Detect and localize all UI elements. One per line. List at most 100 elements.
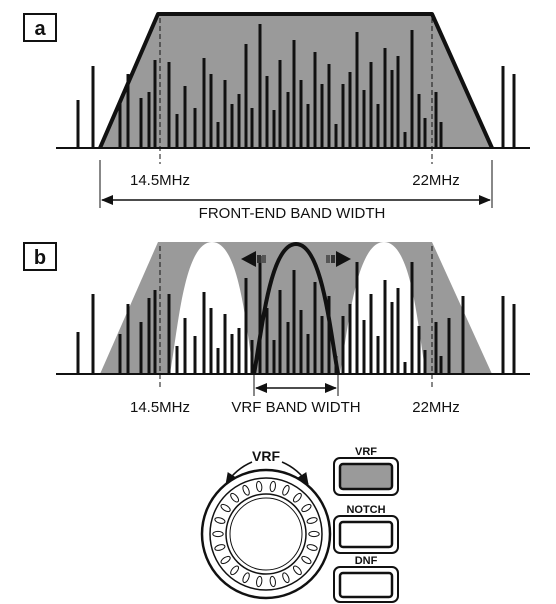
signal-bar <box>403 362 407 374</box>
signal-bar <box>147 298 151 374</box>
signal-bar <box>299 310 303 374</box>
knob-rotate-right-arrow <box>281 461 309 485</box>
signal-bar <box>327 296 331 374</box>
panel-b-vrf-curve <box>252 241 340 375</box>
knob-grip-notch <box>269 575 276 588</box>
panel-a-filter-curve <box>98 12 494 149</box>
panel-b-shift-left-arrow <box>241 251 266 267</box>
knob-grip-notch <box>256 575 263 588</box>
signal-bar <box>362 320 366 374</box>
panel-b-passband-fill <box>100 242 492 374</box>
knob-grip-notch <box>230 565 240 576</box>
panel-b-bandwidth-label: VRF BAND WIDTH <box>231 399 360 416</box>
signal-bar <box>175 114 179 148</box>
knob-grip-notch <box>242 572 250 584</box>
knob-grip-notch <box>308 530 320 538</box>
signal-bar <box>237 94 241 148</box>
signal-bar <box>278 290 282 374</box>
signal-bar <box>223 314 227 374</box>
knob-grip-notch <box>292 492 302 503</box>
panel-a-signal-bars <box>76 24 516 148</box>
signal-bar <box>396 288 400 374</box>
knob-grip-notch <box>220 503 231 513</box>
signal-bar <box>292 40 296 148</box>
signal-bar <box>126 304 130 374</box>
signal-bar <box>355 262 359 374</box>
signal-bar <box>118 102 122 148</box>
signal-bar <box>76 332 80 374</box>
panel-b-freq-low-label: 14.5MHz <box>130 399 190 416</box>
notch-button[interactable] <box>333 515 399 554</box>
signal-bar <box>147 92 151 148</box>
signal-bar <box>237 328 241 374</box>
signal-bar <box>369 294 373 374</box>
signal-bar <box>423 118 427 148</box>
signal-bar <box>313 52 317 148</box>
signal-bar <box>202 58 206 148</box>
signal-bar <box>341 316 345 374</box>
signal-bar <box>258 256 262 374</box>
signal-bar <box>501 296 505 374</box>
knob-grip-notch <box>212 530 224 538</box>
panel-a-letter-box <box>23 13 57 42</box>
signal-bar <box>299 80 303 148</box>
signal-bar <box>244 278 248 374</box>
signal-bar <box>341 84 345 148</box>
signal-bar <box>250 108 254 148</box>
signal-bar <box>383 280 387 374</box>
signal-bar <box>216 122 220 148</box>
signal-bar <box>348 72 352 148</box>
notch-button-label: NOTCH <box>346 504 385 516</box>
panel-b-freq-high-label: 22MHz <box>412 399 460 416</box>
signal-bar <box>313 282 317 374</box>
signal-bar <box>153 290 157 374</box>
signal-bar <box>390 302 394 374</box>
panel-a-letter: a <box>34 18 46 40</box>
signal-bar <box>139 98 143 148</box>
signal-bar <box>202 292 206 374</box>
signal-bar <box>272 110 276 148</box>
knob-grip-notch <box>214 517 226 524</box>
signal-bar <box>434 322 438 374</box>
signal-bar <box>250 340 254 374</box>
signal-bar <box>175 346 179 374</box>
signal-bar <box>327 64 331 148</box>
signal-bar <box>306 334 310 374</box>
vrf-knob-label: VRF <box>252 448 280 464</box>
panel-b-shift-right-arrow <box>326 251 351 267</box>
signal-bar <box>501 66 505 148</box>
knob-grip-ring <box>212 480 320 588</box>
signal-bar <box>139 322 143 374</box>
signal-bar <box>193 336 197 374</box>
signal-bar <box>272 340 276 374</box>
panel-a-passband-fill <box>100 14 492 148</box>
signal-bar <box>512 304 516 374</box>
signal-bar <box>434 92 438 148</box>
signal-bar <box>403 132 407 148</box>
panel-b: b 14.5MHz VRF BAND WIDTH 22MHz <box>23 241 530 416</box>
signal-bar <box>376 336 380 374</box>
signal-bar <box>244 44 248 148</box>
panel-a: a 14.5MHz 22MHz FRONT-END BAND WIDTH <box>23 12 530 222</box>
knob-grip-notch <box>214 544 226 551</box>
signal-bar <box>209 74 213 148</box>
knob-grip-notch <box>269 480 276 493</box>
dnf-button-label: DNF <box>355 555 378 567</box>
dnf-button[interactable] <box>333 566 399 603</box>
signal-bar <box>278 60 282 148</box>
vrf-knob[interactable] <box>200 468 332 600</box>
signal-bar <box>286 322 290 374</box>
knob-grip-notch <box>301 503 312 513</box>
signal-bar <box>167 62 171 148</box>
signal-bar <box>265 76 269 148</box>
signal-bar <box>91 294 95 374</box>
signal-bar <box>193 108 197 148</box>
vrf-button[interactable] <box>333 457 399 496</box>
signal-bar <box>512 74 516 148</box>
knob-grip-notch <box>282 572 290 584</box>
panel-b-letter-box <box>23 242 57 271</box>
signal-bar <box>126 74 130 148</box>
panel-b-letter: b <box>34 247 46 269</box>
signal-bar <box>292 270 296 374</box>
